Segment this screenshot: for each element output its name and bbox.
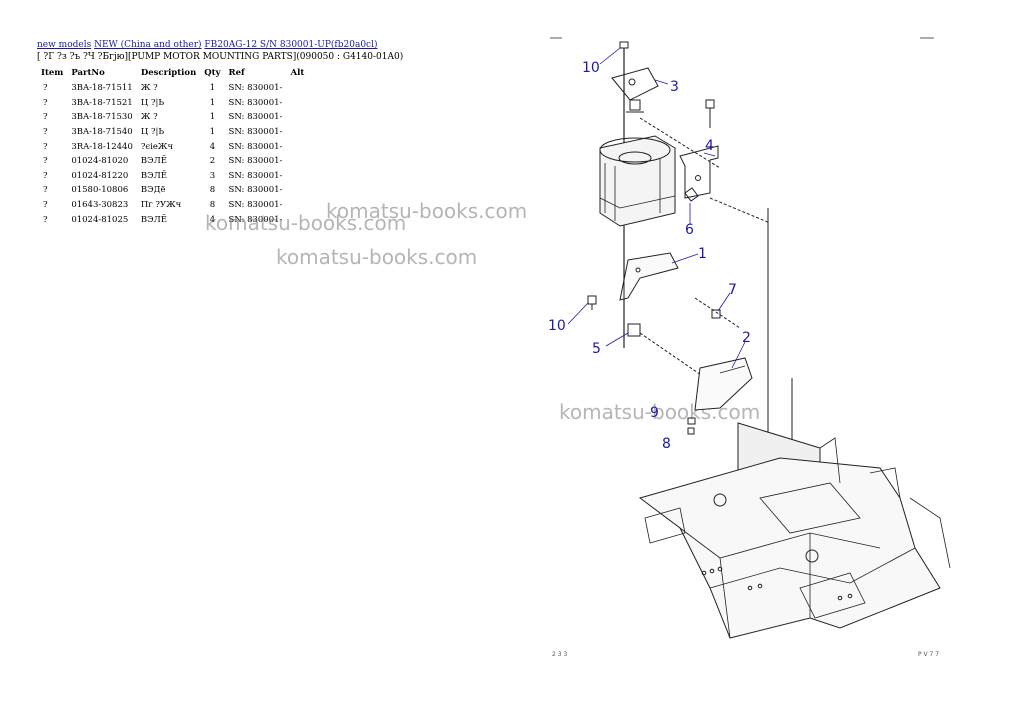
description-cell: ВЭЛЁ — [140, 156, 167, 167]
part-number-cell: 3BA-18-71511 — [71, 83, 133, 94]
quantity-cell: 2 — [209, 156, 216, 167]
description-cell: ВЭЛЁ — [140, 214, 167, 225]
reference-cell: SN: 830001- — [228, 112, 283, 123]
table-row: ? 3BA-18-71521 Ц ?|Ь 1 SN: 830001- — [37, 96, 308, 111]
column-header-ref: Ref — [228, 68, 245, 78]
part-number-cell: 3BA-18-71540 — [71, 127, 133, 138]
description-cell: Ж ? — [140, 83, 158, 94]
table-row: ? 01024-81025 ВЭЛЁ 4 SN: 830001- — [37, 212, 308, 227]
quantity-cell: 4 — [209, 141, 216, 152]
part-number-cell: 3BA-18-71521 — [71, 97, 133, 108]
breadcrumb-link-new-models[interactable]: new models — [37, 40, 92, 50]
reference-cell: SN: 830001- — [228, 127, 283, 138]
item-cell: ? — [43, 112, 48, 123]
diagram-footer-right: P V 7 7 — [918, 651, 939, 658]
reference-cell: SN: 830001- — [228, 185, 283, 196]
alternate-cell — [287, 110, 309, 125]
item-cell: ? — [43, 200, 48, 211]
callout-label: 8 — [662, 436, 671, 452]
column-header-item: Item — [41, 68, 64, 78]
callout-label: 7 — [728, 282, 737, 298]
item-cell: ? — [43, 127, 48, 138]
column-header-description: Description — [140, 68, 197, 78]
table-row: ? 01024-81220 ВЭЛЁ 3 SN: 830001- — [37, 169, 308, 184]
item-cell: ? — [43, 214, 48, 225]
watermark: komatsu-books.com — [276, 245, 478, 269]
item-cell: ? — [43, 170, 48, 181]
alternate-cell — [287, 212, 309, 227]
table-row: ? 01024-81020 ВЭЛЁ 2 SN: 830001- — [37, 154, 308, 169]
table-row: ? 3BA-18-71540 Ц ?|Ь 1 SN: 830001- — [37, 125, 308, 140]
reference-cell: SN: 830001- — [228, 83, 283, 94]
callout-label: 3 — [670, 79, 679, 95]
description-cell: Ц ?|Ь — [140, 97, 165, 108]
description-cell: ВЭЛЁ — [140, 170, 167, 181]
quantity-cell: 1 — [209, 127, 216, 138]
table-row: ? 01643-30823 Пг ?УЖч 8 SN: 830001- — [37, 198, 308, 213]
quantity-cell: 1 — [209, 112, 216, 123]
part-number-cell: 3RA-18-12440 — [71, 141, 133, 152]
breadcrumb-link-model[interactable]: FB20AG-12 S/N 830001-UP(fb20a0cl) — [204, 40, 378, 50]
reference-cell: SN: 830001- — [228, 200, 283, 211]
description-cell: ВЭДё — [140, 185, 166, 196]
parts-table: Item PartNo Description Qty Ref Alt ? 3BA… — [37, 66, 308, 227]
table-row: ? 01580-10806 ВЭДё 8 SN: 830001- — [37, 183, 308, 198]
callout-label: 6 — [685, 222, 694, 238]
alternate-cell — [287, 169, 309, 184]
callout-label: 9 — [650, 405, 659, 421]
callout-label: 4 — [705, 138, 714, 154]
alternate-cell — [287, 96, 309, 111]
reference-cell: SN: 830001- — [228, 97, 283, 108]
description-cell: Ж ? — [140, 112, 158, 123]
alternate-cell — [287, 139, 309, 154]
description-cell: Пг ?УЖч — [140, 200, 182, 211]
part-number-cell: 01580-10806 — [71, 185, 129, 196]
quantity-cell: 8 — [209, 185, 216, 196]
item-cell: ? — [43, 141, 48, 152]
description-cell: ?єіеЖч — [140, 141, 174, 152]
table-row: ? 3BA-18-71530 Ж ? 1 SN: 830001- — [37, 110, 308, 125]
item-cell: ? — [43, 83, 48, 94]
reference-cell: SN: 830001- — [228, 214, 283, 225]
table-row: ? 3BA-18-71511 Ж ? 1 SN: 830001- — [37, 81, 308, 96]
callout-label: 5 — [592, 341, 601, 357]
part-number-cell: 01024-81020 — [71, 156, 129, 167]
alternate-cell — [287, 81, 309, 96]
part-number-cell: 01643-30823 — [71, 200, 129, 211]
part-number-cell: 01024-81025 — [71, 214, 129, 225]
reference-cell: SN: 830001- — [228, 170, 283, 181]
reference-cell: SN: 830001- — [228, 141, 283, 152]
alternate-cell — [287, 154, 309, 169]
table-row: ? 3RA-18-12440 ?єіеЖч 4 SN: 830001- — [37, 139, 308, 154]
quantity-cell: 1 — [209, 83, 216, 94]
page-subtitle: [ ?Г ?з ?ъ ?Ч ?Бгјю][PUMP MOTOR MOUNTING… — [37, 52, 404, 62]
alternate-cell — [287, 183, 309, 198]
watermark: komatsu-books.com — [326, 199, 528, 223]
quantity-cell: 8 — [209, 200, 216, 211]
callout-label: 10 — [582, 60, 600, 76]
description-cell: Ц ?|Ь — [140, 127, 165, 138]
alternate-cell — [287, 198, 309, 213]
callout-label: 1 — [698, 246, 707, 262]
callout-label: 2 — [742, 330, 751, 346]
part-number-cell: 01024-81220 — [71, 170, 129, 181]
alternate-cell — [287, 125, 309, 140]
reference-cell: SN: 830001- — [228, 156, 283, 167]
quantity-cell: 4 — [209, 214, 216, 225]
item-cell: ? — [43, 156, 48, 167]
part-number-cell: 3BA-18-71530 — [71, 112, 133, 123]
breadcrumb: new models NEW (China and other) FB20AG-… — [37, 40, 377, 50]
item-cell: ? — [43, 97, 48, 108]
callout-label: 10 — [548, 318, 566, 334]
quantity-cell: 3 — [209, 170, 216, 181]
item-cell: ? — [43, 185, 48, 196]
column-header-partno: PartNo — [71, 68, 105, 78]
quantity-cell: 1 — [209, 97, 216, 108]
exploded-parts-diagram: 10 3 4 6 1 7 10 5 2 9 8 2 3 3 P V 7 7 — [548, 37, 951, 658]
column-header-qty: Qty — [204, 68, 221, 78]
table-header-row: Item PartNo Description Qty Ref Alt — [37, 66, 308, 81]
column-header-alt: Alt — [290, 68, 305, 78]
breadcrumb-link-region[interactable]: NEW (China and other) — [94, 40, 202, 50]
diagram-footer-left: 2 3 3 — [552, 651, 567, 658]
